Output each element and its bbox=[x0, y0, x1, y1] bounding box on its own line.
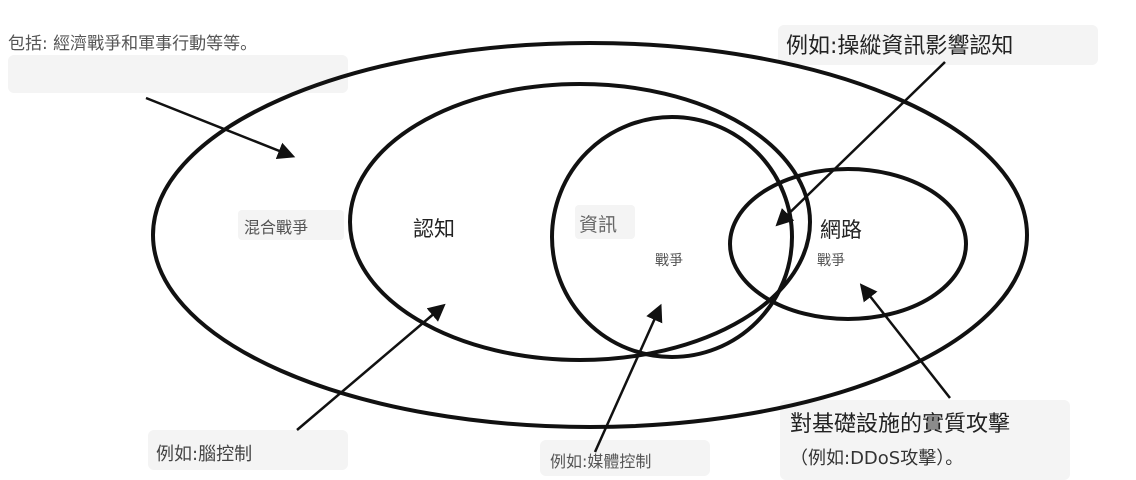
hybrid-label-bg bbox=[238, 210, 344, 240]
information-warfare-label: 資訊 bbox=[579, 214, 618, 236]
hybrid-warfare-label: 混合戰爭 bbox=[244, 218, 309, 237]
top-right-arrow bbox=[775, 61, 946, 227]
information-examples-note: 例如:操縱資訊影響認知 bbox=[786, 34, 1014, 59]
cognitive-warfare-ellipse bbox=[348, 82, 812, 362]
information-warfare-circle bbox=[550, 115, 794, 359]
bottom-right-note-bg bbox=[780, 400, 1070, 480]
hybrid-examples-note: 包括: 經濟戰爭和軍事行動等等。 bbox=[8, 34, 258, 54]
top-left-note-bg bbox=[8, 55, 348, 93]
bottom-left-arrow bbox=[296, 303, 446, 431]
information-warfare-sublabel: 戰爭 bbox=[655, 253, 683, 269]
bottom-right-arrow bbox=[859, 283, 951, 399]
information-label-bg bbox=[575, 205, 635, 239]
cyber-warfare-sublabel: 戰爭 bbox=[817, 253, 845, 269]
top-right-note-bg bbox=[778, 25, 1098, 65]
bottom-center-arrow bbox=[593, 303, 663, 453]
cognitive-warfare-label: 認知 bbox=[413, 217, 455, 241]
top-left-arrow bbox=[145, 96, 296, 159]
cognitive-examples-note: 例如:腦控制 bbox=[156, 444, 253, 465]
hybrid-warfare-ellipse bbox=[151, 41, 1029, 429]
cyber-examples-note-line2: （例如:DDoS攻擊）。 bbox=[790, 448, 964, 469]
bottom-center-note-bg bbox=[540, 440, 710, 476]
cyber-warfare-ellipse bbox=[728, 167, 968, 321]
media-examples-note: 例如:媒體控制 bbox=[550, 452, 652, 471]
bottom-left-note-bg bbox=[148, 430, 348, 470]
cyber-warfare-label: 網路 bbox=[820, 218, 862, 242]
cyber-examples-note-line1: 對基礎設施的實質攻擊 bbox=[790, 412, 1011, 437]
